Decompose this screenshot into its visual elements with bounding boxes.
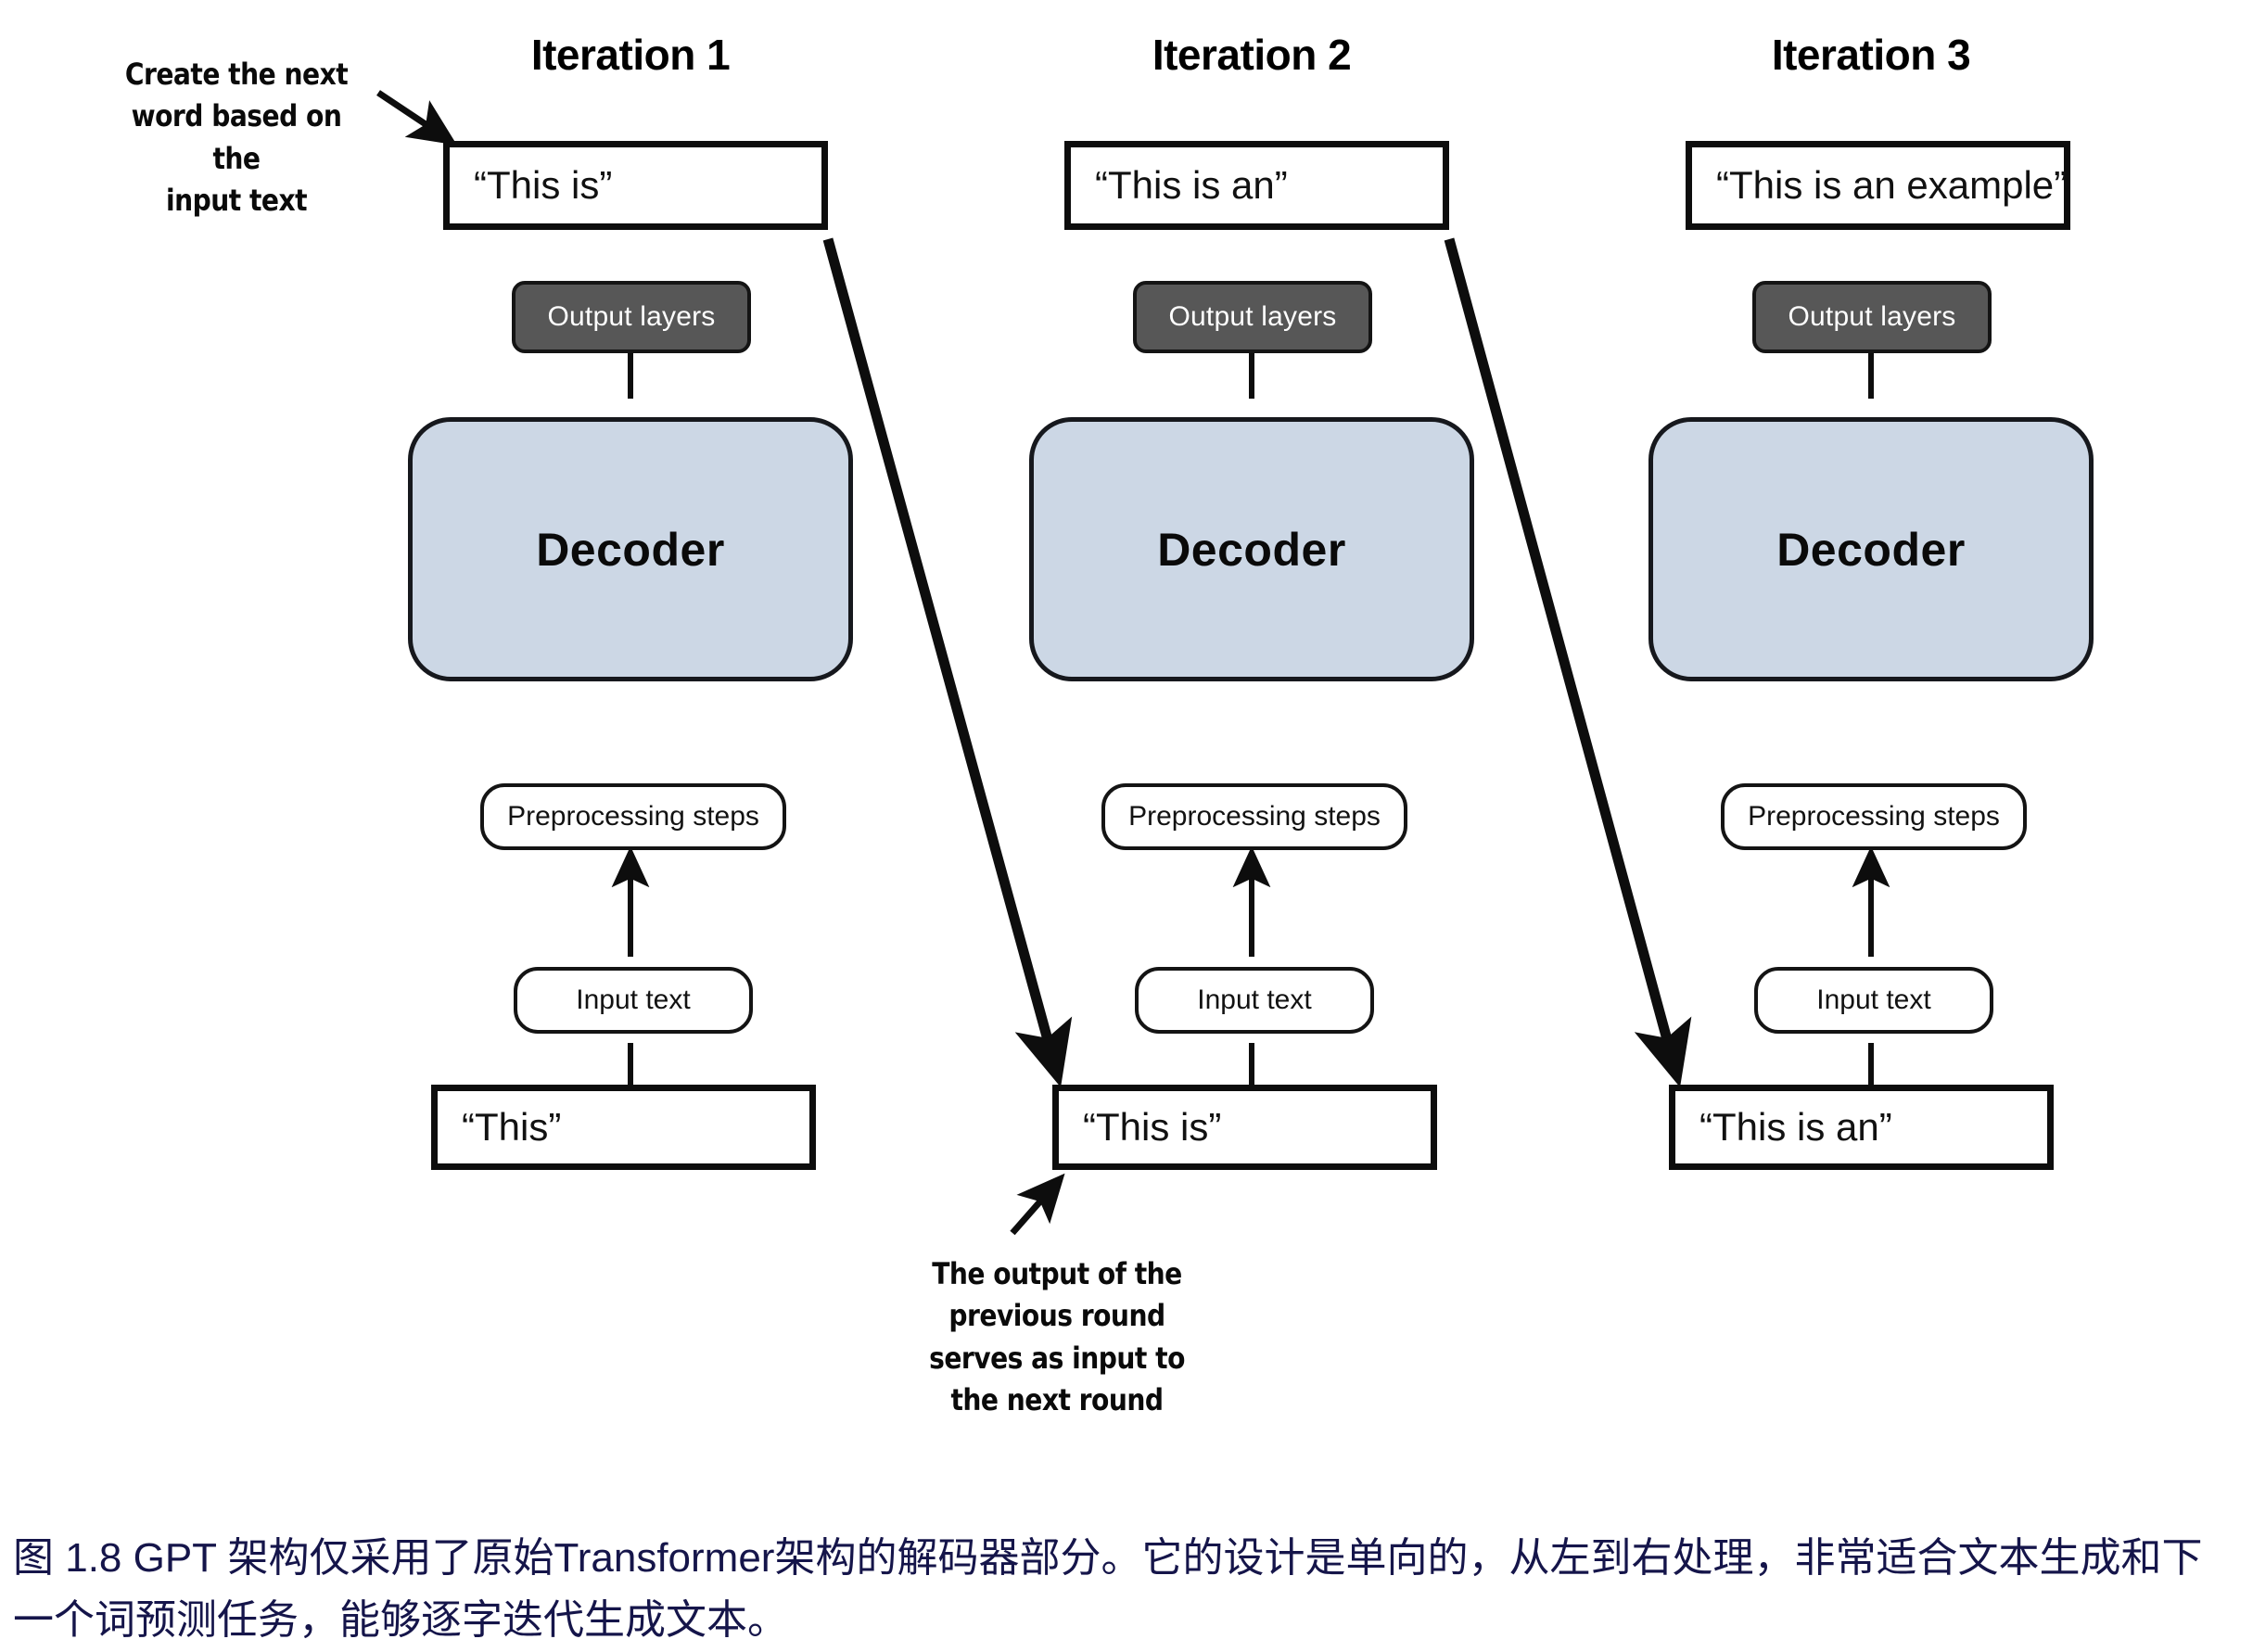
input-text-label-1: Input text xyxy=(576,985,691,1015)
column-title-iteration-2: Iteration 2 xyxy=(1152,31,1352,79)
annotation-create-next-word-line-2: word based on the xyxy=(131,98,342,176)
decoder-box-iteration-3: Decoder xyxy=(1648,417,2094,681)
input-value-box-iteration-1: “This” xyxy=(431,1085,816,1170)
decoder-box-iteration-2: Decoder xyxy=(1029,417,1474,681)
preprocessing-steps-box-iteration-3: Preprocessing steps xyxy=(1721,783,2027,850)
output-text-box-iteration-1: “This is” xyxy=(443,141,828,230)
input-text-label-3: Input text xyxy=(1816,985,1931,1015)
annotation-output-feeds-next-round-line-3: serves as input to xyxy=(929,1340,1185,1376)
output-text-value-2: “This is an” xyxy=(1095,163,1288,207)
output-layers-label-3: Output layers xyxy=(1788,301,1956,332)
output-text-value-1: “This is” xyxy=(474,163,613,207)
annotation-arrow-create-next-word xyxy=(376,90,457,146)
column-title-iteration-1: Iteration 1 xyxy=(530,31,731,79)
carry-arrow-2-to-3 xyxy=(1444,237,1692,1087)
annotation-create-next-word-line-3: input text xyxy=(165,183,308,219)
input-value-box-iteration-3: “This is an” xyxy=(1669,1085,2054,1170)
output-layers-label-2: Output layers xyxy=(1168,301,1337,332)
annotation-output-feeds-next-round-line-1: The output of the xyxy=(932,1256,1182,1291)
decoder-label-2: Decoder xyxy=(1157,523,1346,576)
output-layers-box-iteration-2: Output layers xyxy=(1133,281,1372,353)
annotation-arrow-output-feeds-next-round xyxy=(1010,1173,1065,1236)
input-value-3: “This is an” xyxy=(1699,1105,1892,1149)
output-layers-box-iteration-3: Output layers xyxy=(1752,281,1992,353)
output-text-box-iteration-2: “This is an” xyxy=(1064,141,1449,230)
input-text-box-iteration-3: Input text xyxy=(1754,967,1993,1034)
output-layers-label-1: Output layers xyxy=(547,301,716,332)
output-text-box-iteration-3: “This is an example” xyxy=(1686,141,2070,230)
column-title-iteration-3: Iteration 3 xyxy=(1771,31,1971,79)
carry-arrow-1-to-2 xyxy=(822,237,1073,1087)
input-value-2: “This is” xyxy=(1083,1105,1222,1149)
annotation-output-feeds-next-round: The output of the previous round serves … xyxy=(885,1253,1228,1422)
preprocessing-steps-box-iteration-1: Preprocessing steps xyxy=(480,783,786,850)
output-text-value-3: “This is an example” xyxy=(1716,163,2068,207)
decoder-label-1: Decoder xyxy=(536,523,725,576)
preprocessing-steps-label-3: Preprocessing steps xyxy=(1748,801,2000,832)
preprocessing-steps-box-iteration-2: Preprocessing steps xyxy=(1101,783,1407,850)
preprocessing-steps-label-1: Preprocessing steps xyxy=(507,801,759,832)
input-text-box-iteration-1: Input text xyxy=(514,967,753,1034)
output-layers-box-iteration-1: Output layers xyxy=(512,281,751,353)
annotation-output-feeds-next-round-line-2: previous round xyxy=(948,1298,1165,1334)
decoder-box-iteration-1: Decoder xyxy=(408,417,853,681)
figure-caption: 图 1.8 GPT 架构仅采用了原始Transformer架构的解码器部分。它的… xyxy=(13,1535,2203,1643)
annotation-create-next-word: Create the next word based on the input … xyxy=(110,54,363,222)
decoder-label-3: Decoder xyxy=(1776,523,1966,576)
annotation-output-feeds-next-round-line-4: the next round xyxy=(950,1382,1164,1418)
input-text-box-iteration-2: Input text xyxy=(1135,967,1374,1034)
input-text-label-2: Input text xyxy=(1197,985,1312,1015)
preprocessing-steps-label-2: Preprocessing steps xyxy=(1128,801,1381,832)
annotation-create-next-word-line-1: Create the next xyxy=(124,57,349,92)
input-value-box-iteration-2: “This is” xyxy=(1052,1085,1437,1170)
input-value-1: “This” xyxy=(462,1105,562,1149)
